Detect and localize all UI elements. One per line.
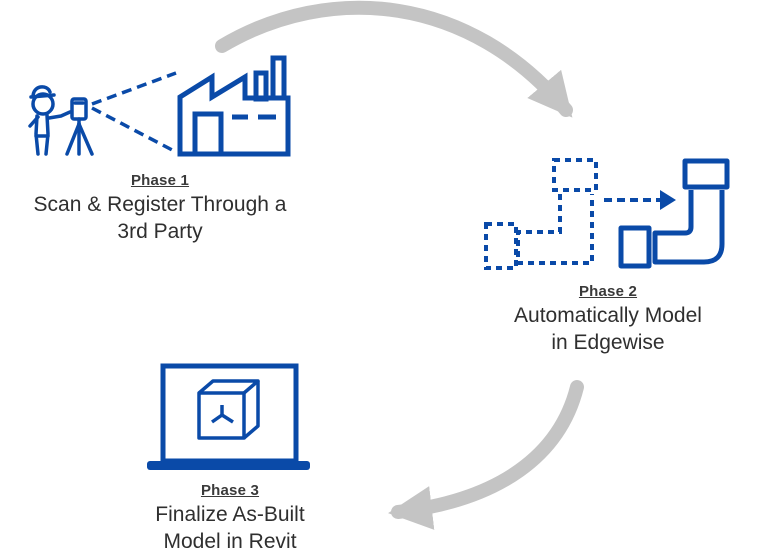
surveyor-icon <box>28 85 72 156</box>
phase-2-desc-line1: Automatically Model <box>514 304 702 327</box>
laptop-cube-icon <box>147 363 310 470</box>
phase-1-caption: Phase 1 Scan & Register Through a 3rd Pa… <box>0 172 320 245</box>
phase-1-title: Phase 1 <box>130 172 190 189</box>
phase-3-desc-line1: Finalize As-Built <box>155 503 305 526</box>
phase-3-desc-line2: Model in Revit <box>163 530 297 553</box>
factory-icon <box>177 55 291 157</box>
scan-rays <box>91 71 177 154</box>
phase-3-title: Phase 3 <box>200 482 260 499</box>
phase-2-title: Phase 2 <box>578 283 638 300</box>
conversion-arrow <box>604 190 676 210</box>
pipe-scan-icon <box>484 158 598 270</box>
phase-1-desc-line1: Scan & Register Through a <box>33 193 287 216</box>
phase-3-caption: Phase 3 Finalize As-Built Model in Revit <box>100 482 360 555</box>
phase-2-caption: Phase 2 Automatically Model in Edgewise <box>468 283 748 356</box>
scanner-tripod-icon <box>65 97 94 156</box>
phase-1-desc-line2: 3rd Party <box>117 220 203 243</box>
cycle-arrow-top <box>215 0 573 118</box>
pipe-model-icon <box>618 158 730 269</box>
phase-2-desc-line2: in Edgewise <box>551 331 665 354</box>
cycle-arrow-bottom <box>388 380 584 530</box>
